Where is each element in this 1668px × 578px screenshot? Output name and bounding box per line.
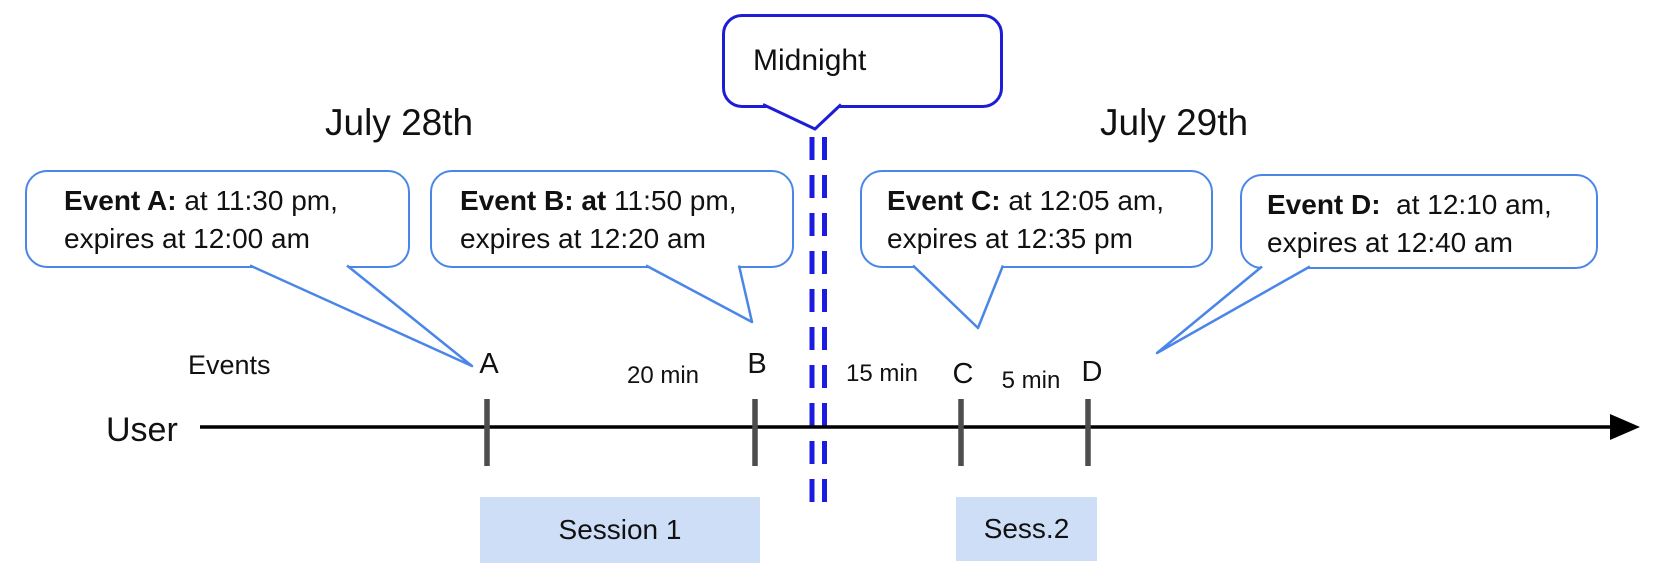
callout-event-d: Event D: at 12:10 am, expires at 12:40 a… [1240,174,1598,269]
interval-label-5min: 5 min [1001,367,1061,394]
callout-event-d-time: at 12:10 am, [1380,189,1552,220]
callout-event-c: Event C: at 12:05 am, expires at 12:35 p… [860,170,1213,268]
user-axis-label: User [106,411,178,449]
session-2-bar: Sess.2 [956,497,1097,561]
callout-event-d-line1: Event D: at 12:10 am, [1267,186,1596,224]
timeline-arrowhead-icon [1610,414,1640,440]
session-2-label: Sess.2 [983,513,1070,544]
date-label-july-29: July 29th [1100,102,1249,143]
tick-label-c: C [952,358,974,390]
midnight-callout: Midnight [722,14,1003,108]
interval-label-15min: 15 min [845,360,919,387]
tick-label-a: A [479,348,499,380]
events-axis-label: Events [188,350,271,380]
callout-event-c-line2: expires at 12:35 pm [887,223,1133,254]
callout-event-d-title: Event D: [1267,189,1381,220]
callout-a-tail [249,264,474,368]
tick-label-d: D [1081,356,1103,388]
callout-event-b-line1: Event B: at 11:50 pm, [460,182,792,220]
callout-event-a-line1: Event A: at 11:30 pm, [64,182,408,220]
date-label-july-28: July 28th [325,102,474,143]
callout-event-c-line1: Event C: at 12:05 am, [887,182,1211,220]
midnight-callout-tail [762,103,843,131]
callout-b-tail [645,264,754,324]
callout-event-a-line2: expires at 12:00 am [64,223,310,254]
callout-d-tail [1155,265,1311,355]
tick-label-b: B [747,348,767,380]
midnight-callout-label: Midnight [753,44,867,77]
callout-event-a: Event A: at 11:30 pm, expires at 12:00 a… [25,170,410,268]
callout-event-b-title: Event B: at [460,185,607,216]
callout-event-b-line2: expires at 12:20 am [460,223,706,254]
callout-event-d-line2: expires at 12:40 am [1267,227,1513,258]
callout-event-c-title: Event C: [887,185,1001,216]
session-1-label: Session 1 [558,514,682,545]
callout-event-b: Event B: at 11:50 pm, expires at 12:20 a… [430,170,794,268]
callout-event-a-title: Event A: [64,185,177,216]
interval-label-20min: 20 min [626,362,700,389]
session-1-bar: Session 1 [480,497,760,563]
callout-event-a-time: at 11:30 pm, [176,185,338,216]
callout-event-c-time: at 12:05 am, [1000,185,1165,216]
callout-event-b-time: 11:50 pm, [606,185,737,216]
callout-c-tail [912,264,1005,330]
